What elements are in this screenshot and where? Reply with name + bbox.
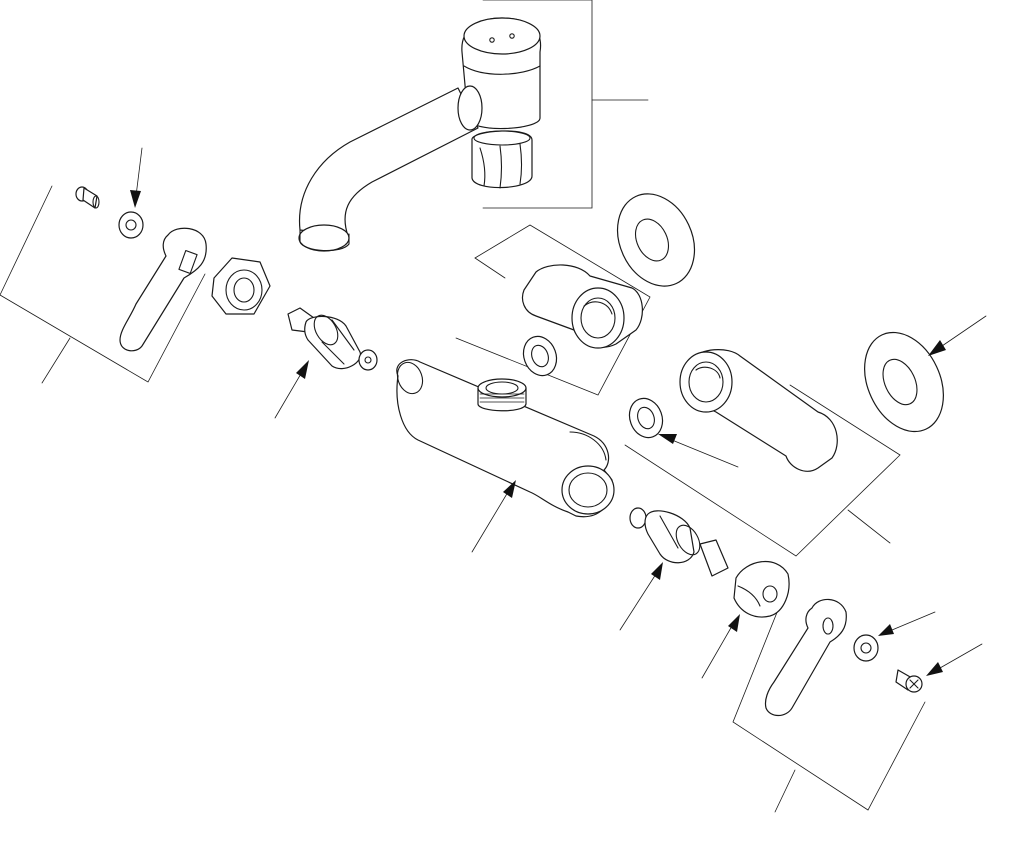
lever-handle-right: [764, 598, 847, 717]
leader-arrow-flange-lower: [928, 315, 987, 356]
washer-lower: [628, 397, 664, 439]
group-bracket-right-handle: [732, 584, 926, 813]
spout: [298, 17, 542, 252]
flange-upper: [616, 193, 696, 287]
faucet-body: [396, 359, 615, 518]
leader-arrow-washer-left: [130, 147, 143, 208]
handle-screw-right: [895, 669, 923, 693]
handle-screw-left: [75, 186, 100, 209]
eccentric-union-lower: [679, 349, 838, 472]
lever-handle-left: [119, 227, 207, 352]
leader-arrow-cartridge-left: [274, 360, 309, 419]
group-bracket-union-lower: [624, 384, 901, 557]
group-bracket-spout: [482, 0, 649, 209]
cartridge-right: [629, 507, 729, 577]
bonnet-cap-right: [733, 560, 790, 618]
washer-left: [118, 211, 144, 239]
leader-arrow-washer-right: [878, 611, 936, 636]
group-bracket-left-handle: [0, 185, 206, 384]
leader-arrow-washer-lower: [658, 434, 739, 468]
cartridge-left: [287, 307, 378, 371]
leader-arrow-screw-right: [926, 643, 983, 676]
hex-bonnet-nut-left: [211, 257, 271, 315]
flange-lower: [864, 331, 944, 433]
washer-right: [853, 634, 879, 662]
washer-upper: [522, 335, 558, 377]
leader-arrow-faucet-body: [471, 480, 516, 553]
leader-arrow-bonnet-cap-right: [701, 614, 740, 679]
group-bracket-union-upper: [455, 224, 651, 396]
eccentric-union-upper: [521, 264, 643, 349]
leader-arrow-cartridge-right: [619, 562, 663, 631]
